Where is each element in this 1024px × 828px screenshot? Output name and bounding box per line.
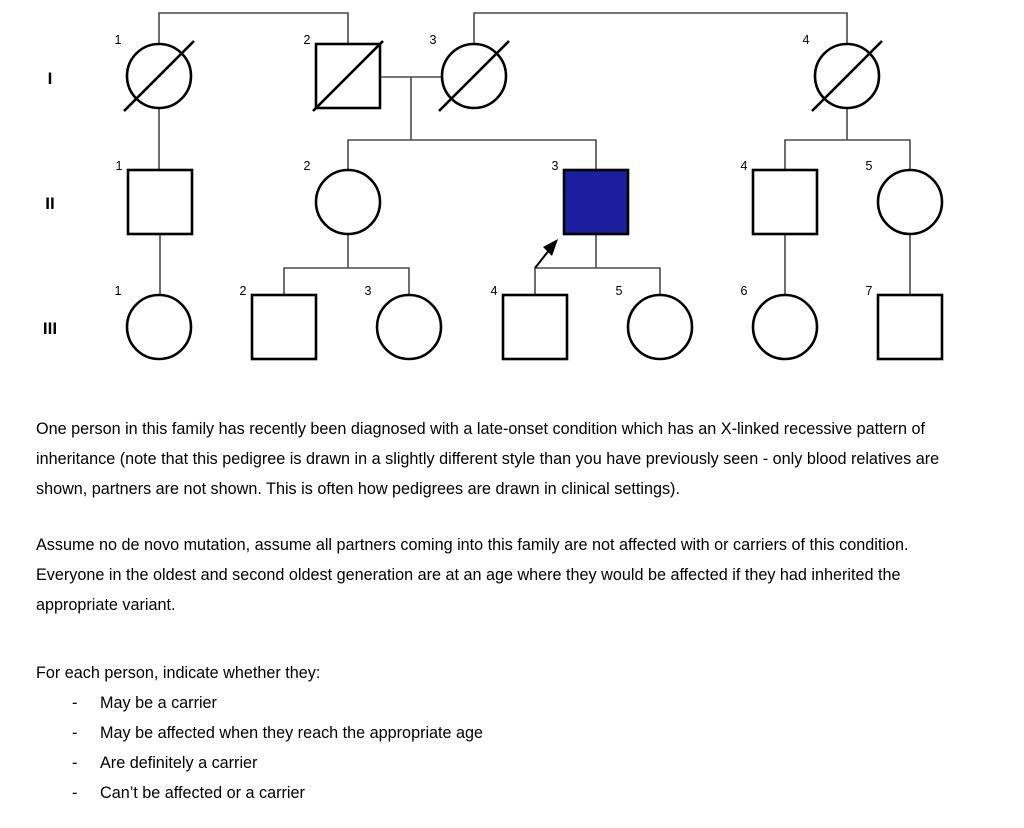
individual-III-3[interactable]: 3	[365, 284, 443, 361]
individual-number-label: 6	[741, 284, 748, 298]
option-label: May be affected when they reach the appr…	[100, 724, 484, 742]
female-circle-symbol[interactable]	[314, 168, 382, 236]
list-item: - Can’t be affected or a carrier	[36, 778, 1024, 808]
individual-II-5[interactable]: 5	[866, 159, 944, 236]
sibship-line-gen2-right	[784, 139, 911, 170]
question-text-panel: One person in this family has recently b…	[0, 380, 1024, 808]
individual-number-label: 5	[616, 284, 623, 298]
generation-labels: I II III	[43, 69, 57, 338]
individual-I-3[interactable]: 3	[430, 33, 510, 112]
instruction-paragraph: For each person, indicate whether they:	[36, 664, 321, 682]
connector-lines	[158, 12, 911, 295]
deceased-slash-icon	[123, 40, 195, 112]
answer-options-list: - May be a carrier - May be affected whe…	[36, 688, 1024, 808]
deceased-slash-icon	[811, 40, 883, 112]
individual-number-label: 1	[115, 284, 122, 298]
male-square-symbol[interactable]	[126, 168, 194, 236]
individual-number-label: 1	[116, 159, 123, 173]
male-square-symbol[interactable]	[751, 168, 819, 236]
list-item: - May be a carrier	[36, 688, 1024, 718]
individual-III-6[interactable]: 6	[741, 284, 819, 361]
individual-III-1[interactable]: 1	[115, 284, 193, 361]
pedigree-chart: I II III 1 2 3	[0, 0, 1024, 380]
individual-number-label: 3	[430, 33, 437, 47]
individual-II-1[interactable]: 1	[116, 159, 194, 236]
individual-number-label: 2	[240, 284, 247, 298]
individual-number-label: 2	[304, 33, 311, 47]
option-label: Can’t be affected or a carrier	[100, 784, 305, 802]
bullet-dash-icon: -	[72, 724, 78, 742]
pedigree-svg: I II III 1 2 3	[43, 12, 944, 361]
individual-I-4[interactable]: 4	[803, 33, 883, 112]
individual-III-7[interactable]: 7	[866, 284, 944, 361]
male-square-symbol[interactable]	[876, 293, 944, 361]
individual-III-2[interactable]: 2	[240, 284, 318, 361]
generation-II-group: 1 2 3 4 5	[116, 159, 944, 236]
sibship-line-gen3-mid	[534, 267, 661, 295]
individual-number-label: 3	[552, 159, 559, 173]
generation-label-II: II	[45, 194, 54, 213]
generation-III-group: 1 2 3 4 5 6	[115, 284, 944, 361]
individual-II-2[interactable]: 2	[304, 159, 382, 236]
generation-label-I: I	[48, 69, 53, 88]
female-circle-symbol[interactable]	[375, 293, 443, 361]
individual-number-label: 7	[866, 284, 873, 298]
sibship-line-gen1-b	[473, 12, 848, 44]
individual-number-label: 4	[741, 159, 748, 173]
bullet-dash-icon: -	[72, 694, 78, 712]
list-item: - May be affected when they reach the ap…	[36, 718, 1024, 748]
proband-arrow-head	[543, 239, 558, 256]
individual-number-label: 4	[803, 33, 810, 47]
individual-number-label: 2	[304, 159, 311, 173]
sibship-line-gen2-mid	[347, 139, 597, 170]
assumptions-paragraph: Assume no de novo mutation, assume all p…	[36, 536, 909, 614]
female-circle-symbol[interactable]	[626, 293, 694, 361]
sibship-line-gen1-a	[158, 12, 349, 44]
individual-III-4[interactable]: 4	[491, 284, 569, 361]
individual-number-label: 3	[365, 284, 372, 298]
individual-number-label: 4	[491, 284, 498, 298]
male-square-symbol[interactable]	[501, 293, 569, 361]
deceased-slash-icon	[312, 40, 384, 112]
male-square-symbol-affected[interactable]	[562, 168, 630, 236]
intro-paragraph: One person in this family has recently b…	[36, 420, 940, 498]
female-circle-symbol[interactable]	[751, 293, 819, 361]
bullet-dash-icon: -	[72, 784, 78, 802]
individual-number-label: 1	[115, 33, 122, 47]
individual-I-1[interactable]: 1	[115, 33, 195, 112]
option-label: May be a carrier	[100, 694, 217, 712]
proband-arrow-icon	[534, 239, 558, 269]
individual-II-3-proband-affected[interactable]: 3	[552, 159, 630, 236]
deceased-slash-icon	[438, 40, 510, 112]
generation-I-group: 1 2 3 4	[115, 33, 883, 112]
list-item: - Are definitely a carrier	[36, 748, 1024, 778]
generation-label-III: III	[43, 319, 57, 338]
proband-arrow-shaft	[534, 248, 551, 269]
individual-II-4[interactable]: 4	[741, 159, 819, 236]
individual-III-5[interactable]: 5	[616, 284, 694, 361]
bullet-dash-icon: -	[72, 754, 78, 772]
individual-I-2[interactable]: 2	[304, 33, 384, 112]
individual-number-label: 5	[866, 159, 873, 173]
female-circle-symbol[interactable]	[876, 168, 944, 236]
male-square-symbol[interactable]	[250, 293, 318, 361]
female-circle-symbol[interactable]	[125, 293, 193, 361]
option-label: Are definitely a carrier	[100, 754, 258, 772]
sibship-line-gen3-left	[283, 267, 410, 295]
